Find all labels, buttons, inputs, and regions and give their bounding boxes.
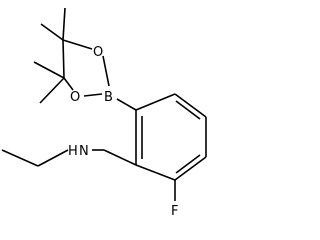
bond-n-ch2 xyxy=(37,149,69,167)
bond-c-o-upper xyxy=(62,39,93,50)
bond-ring-4 xyxy=(174,156,207,181)
atom-fluorine: F xyxy=(171,204,178,219)
bond-ring-inner-1 xyxy=(175,100,201,120)
bond-o-b-upper xyxy=(102,55,110,87)
chemical-structure-diagram: O O B H N F xyxy=(1,7,207,219)
bond-aryl-ch2 xyxy=(103,149,137,166)
bond-ring-2 xyxy=(174,93,207,118)
bond-methyl-1 xyxy=(40,23,64,41)
atom-nitrogen: N xyxy=(79,144,89,159)
bond-c-o-lower xyxy=(63,77,74,91)
atom-boron: B xyxy=(104,90,113,105)
atom-nitrogen-h: H xyxy=(68,144,78,159)
bond-methyl-4 xyxy=(39,77,65,104)
bond-ethyl xyxy=(1,149,39,167)
bond-methyl-3 xyxy=(33,61,65,79)
atom-oxygen-upper: O xyxy=(93,45,103,60)
bond-methyl-2 xyxy=(62,7,66,41)
bond-b-aryl xyxy=(116,98,137,111)
bond-pinacol-cc xyxy=(62,39,65,79)
atom-oxygen-lower: O xyxy=(70,90,80,105)
bond-ring-inner-2 xyxy=(175,154,201,174)
bond-ring-1 xyxy=(135,93,176,111)
bond-ring-5 xyxy=(135,164,176,181)
bond-o-b-lower xyxy=(83,93,103,97)
